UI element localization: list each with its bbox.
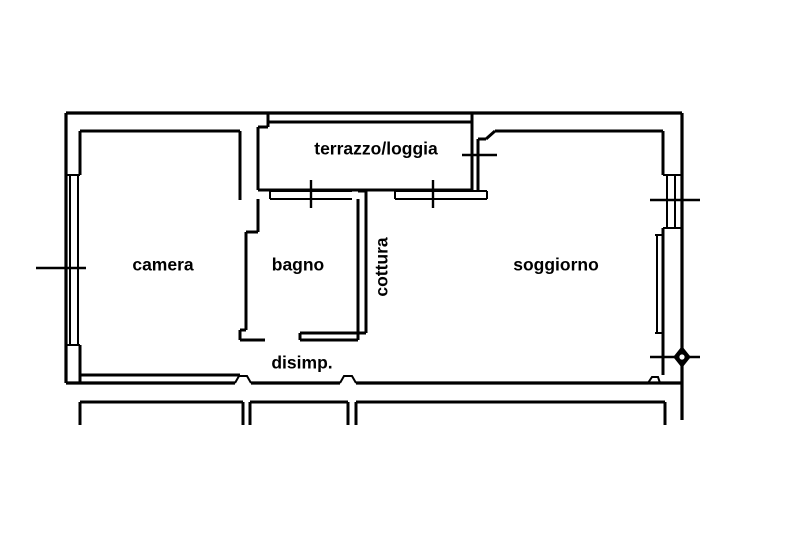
room-soggiorno-walls xyxy=(476,129,665,375)
room-bagno-walls xyxy=(238,199,360,342)
room-label-cottura: cottura xyxy=(372,237,392,297)
camera-window-left xyxy=(66,174,80,346)
room-label-camera: camera xyxy=(132,255,194,275)
cottura-partition-wall xyxy=(358,189,368,335)
terrazzo-opening-right xyxy=(394,190,488,200)
lower-balcony-outline xyxy=(78,400,667,425)
room-label-disimp: disimp. xyxy=(271,353,332,373)
room-label-bagno: bagno xyxy=(272,255,325,275)
right-wall-pivot-door-marker xyxy=(650,346,700,368)
room-label-terrazzo-loggia: terrazzo/loggia xyxy=(314,139,438,159)
room-camera-walls xyxy=(78,129,242,383)
soggiorno-right-parapet xyxy=(655,234,663,334)
balcony-notch-marks xyxy=(234,375,661,384)
room-label-soggiorno: soggiorno xyxy=(513,255,599,275)
soggiorno-window-right xyxy=(663,174,682,229)
outer-perimeter-wall xyxy=(64,111,684,420)
room-labels: camera bagno cottura soggiorno terrazzo/… xyxy=(132,139,598,373)
